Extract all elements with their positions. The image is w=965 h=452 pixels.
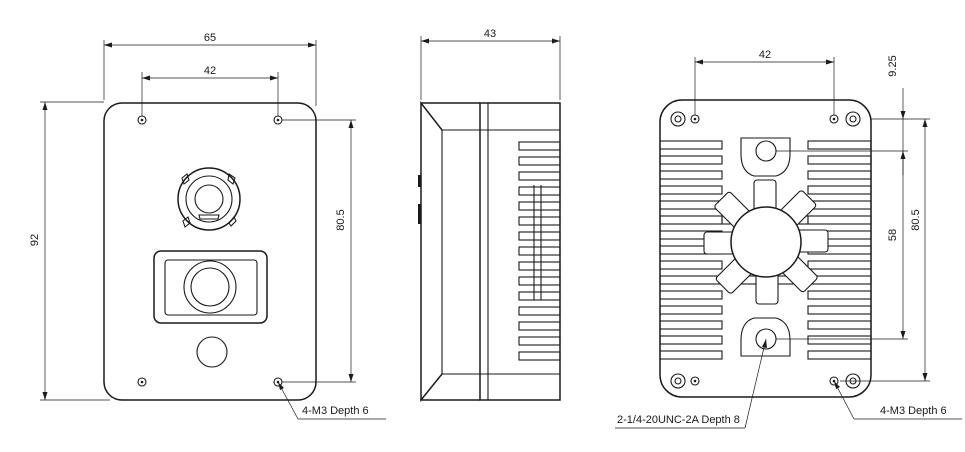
front-hole-callout-leader (277, 381, 386, 420)
back-vertical-dimensions (776, 88, 930, 382)
front-height-dimension (40, 101, 110, 401)
front-hole-spacing-label: 42 (204, 65, 216, 77)
tripod-callout-leader (615, 338, 767, 429)
side-body (479, 102, 561, 401)
fan-hub (730, 206, 802, 278)
back-hole-vertical-label: 80.5 (910, 209, 922, 230)
back-hole-spacing-dimension (694, 57, 835, 115)
front-hole-callout: 4-M3 Depth 6 (302, 405, 369, 417)
back-view: 42 9.25 58 80.5 2-1/4-20UN (615, 49, 962, 429)
front-width-label: 65 (204, 32, 216, 44)
front-height-label: 92 (29, 234, 41, 246)
back-hole-callout: 4-M3 Depth 6 (880, 405, 947, 417)
front-hole-vertical-label: 80.5 (335, 209, 347, 230)
side-view: 43 (418, 28, 561, 403)
indicator-light (196, 336, 228, 368)
front-hole-spacing-dimension (141, 72, 279, 116)
tripod-mount-top (740, 137, 791, 177)
tripod-callout: 2-1/4-20UNC-2A Depth 8 (617, 414, 740, 426)
back-hole-spacing-label: 42 (759, 49, 771, 61)
tripod-mount-bottom (740, 317, 791, 357)
cooling-fan (703, 179, 829, 305)
side-cooling-fins (518, 141, 561, 361)
front-width-dimension (103, 40, 317, 106)
tripod-offset-label: 9.25 (887, 55, 899, 76)
side-front-cap (420, 100, 443, 403)
side-depth-dimension (420, 36, 561, 100)
lens-window (153, 250, 268, 324)
side-depth-label: 43 (484, 28, 496, 40)
front-hole-vertical-dimension (282, 119, 356, 383)
tripod-spacing-label: 58 (887, 229, 899, 241)
front-view: 65 42 92 80.5 (29, 32, 386, 420)
back-hole-callout-leader (833, 380, 962, 420)
front-body-outline (103, 102, 317, 401)
round-connector (177, 167, 241, 231)
